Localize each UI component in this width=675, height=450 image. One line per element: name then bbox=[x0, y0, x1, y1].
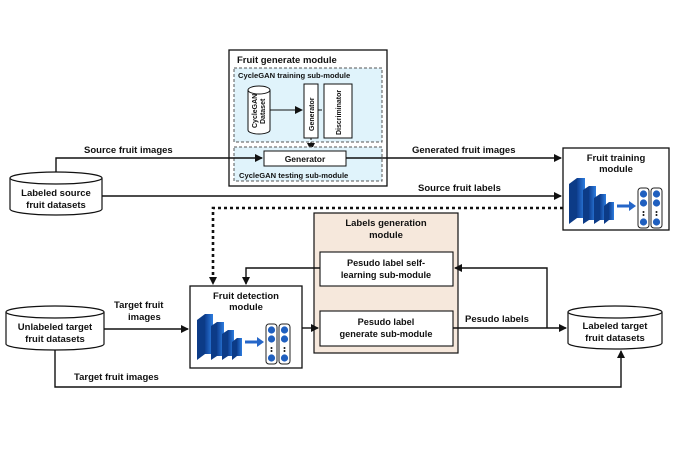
fruit-training-line2: module bbox=[599, 164, 633, 175]
labels-generation-title-line2: module bbox=[369, 230, 403, 241]
target-fruit-images-bottom-label: Target fruit images bbox=[74, 372, 159, 383]
model-transfer-dotted-arrow bbox=[209, 206, 563, 285]
target-fruit-images-line1: Target fruit bbox=[114, 300, 164, 311]
labels-generation-title-line1: Labels generation bbox=[345, 218, 426, 229]
labeled-target-line2: fruit datasets bbox=[585, 333, 645, 344]
cyclegan-testing-submodule-title: CycleGAN testing sub-module bbox=[239, 171, 348, 180]
labeled-source-line2: fruit datasets bbox=[26, 200, 86, 211]
cyclegan-dataset-label-line1: CycleGAN bbox=[252, 94, 259, 128]
pseudo-label-generate-submodule bbox=[319, 310, 454, 347]
cyclegan-dataset-cylinder: CycleGAN Dataset bbox=[247, 85, 271, 135]
self-learning-feedback-arrow bbox=[242, 267, 320, 285]
fruit-generate-module: Fruit generate module CycleGAN training … bbox=[228, 49, 388, 187]
cyclegan-training-submodule-title: CycleGAN training sub-module bbox=[238, 71, 350, 80]
target-images-bottom-arrow bbox=[54, 350, 625, 388]
cyclegan-dataset-label-line2: Dataset bbox=[260, 98, 267, 124]
pesudo-labels-label: Pesudo labels bbox=[465, 314, 529, 325]
self-learning-line1: Pesudo label self- bbox=[347, 258, 425, 268]
unlabeled-target-datasets: Unlabeled target fruit datasets bbox=[5, 305, 105, 351]
pseudo-labels-feedback-arrow bbox=[454, 264, 548, 328]
fruit-generate-module-title: Fruit generate module bbox=[237, 55, 337, 66]
source-images-arrow bbox=[55, 154, 263, 172]
source-fruit-images-label: Source fruit images bbox=[84, 145, 173, 156]
cyclegan-testing-submodule: Generator CycleGAN testing sub-module bbox=[233, 146, 383, 182]
generate-line2: generate sub-module bbox=[340, 329, 433, 339]
fruit-detection-line1: Fruit detection bbox=[213, 291, 279, 302]
fruit-training-module: Fruit training module bbox=[562, 147, 670, 231]
labeled-target-datasets: Labeled target fruit datasets bbox=[567, 305, 663, 350]
training-generator-label: Generator bbox=[309, 97, 316, 131]
unlabeled-target-line1: Unlabeled target bbox=[18, 322, 93, 333]
labeled-target-line1: Labeled target bbox=[583, 321, 649, 332]
labeled-source-line1: Labeled source bbox=[21, 188, 91, 199]
pseudo-label-self-learning-submodule bbox=[319, 251, 454, 287]
fruit-training-line1: Fruit training bbox=[587, 153, 646, 164]
unlabeled-target-line2: fruit datasets bbox=[25, 334, 85, 345]
discriminator-block bbox=[323, 83, 353, 139]
target-fruit-images-line2: images bbox=[128, 312, 161, 323]
source-fruit-labels-label: Source fruit labels bbox=[418, 183, 501, 194]
fruit-detection-module: Fruit detection module bbox=[189, 285, 303, 369]
labeled-source-datasets: Labeled source fruit datasets bbox=[9, 171, 103, 216]
cyclegan-training-submodule: CycleGAN training sub-module CycleGAN Da… bbox=[233, 67, 383, 143]
labels-generation-module: Labels generation module Pesudo label se… bbox=[313, 212, 459, 354]
testing-generator-label: Generator bbox=[285, 154, 326, 164]
generate-line1: Pesudo label bbox=[358, 317, 415, 327]
discriminator-label: Discriminator bbox=[336, 90, 343, 135]
generated-fruit-images-label: Generated fruit images bbox=[412, 145, 515, 156]
fruit-detection-line2: module bbox=[229, 302, 263, 313]
self-learning-line2: learning sub-module bbox=[341, 270, 431, 280]
